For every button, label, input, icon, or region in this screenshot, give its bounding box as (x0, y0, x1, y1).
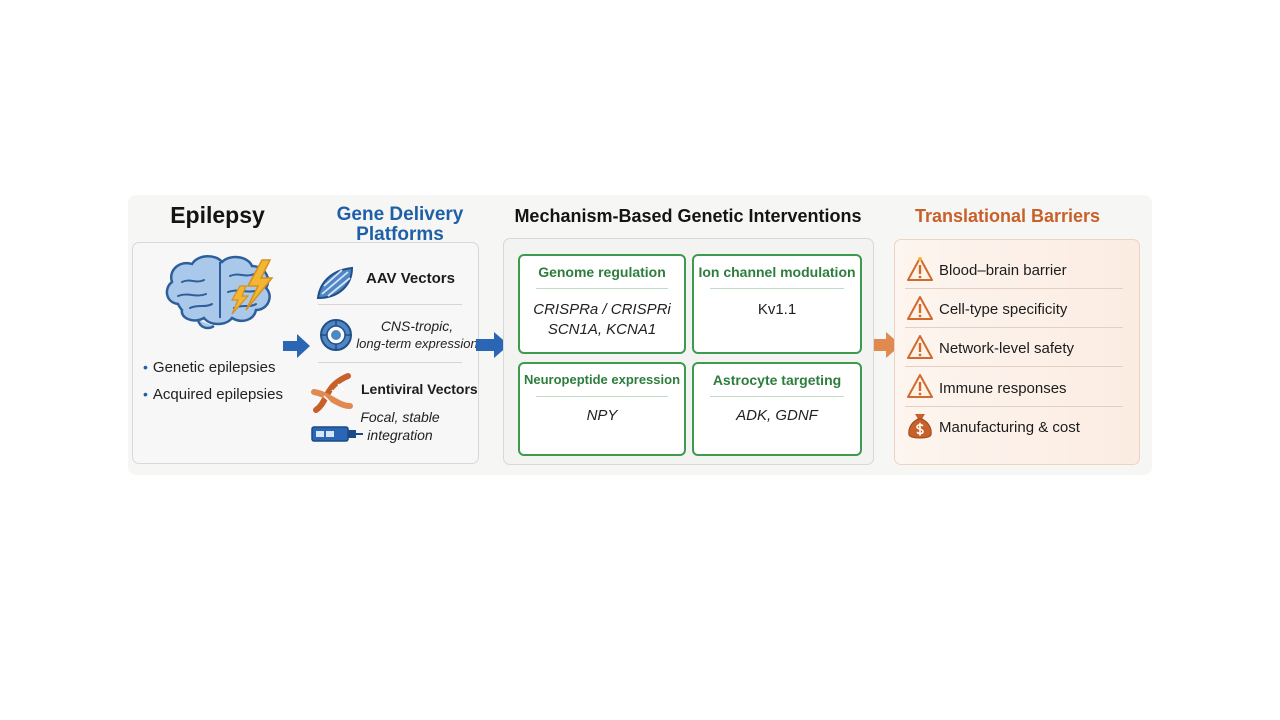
divider (905, 327, 1123, 328)
barrier-label: Blood–brain barrier (939, 262, 1067, 279)
mechanism-heading: Mechanism-Based Genetic Interventions (514, 206, 862, 226)
barriers-panel (894, 239, 1140, 465)
card-body: ADK, GDNF (736, 407, 818, 424)
card-divider (536, 288, 668, 289)
arrow-right-icon (866, 332, 901, 358)
aav-description: CNS-tropic, long-term expression (356, 318, 478, 351)
card-title: Astrocyte targeting (712, 372, 842, 388)
divider (905, 288, 1123, 289)
syringe-icon (311, 426, 363, 442)
card-body: CRISPRa / CRISPRi SCN1A, KCNA1 (533, 301, 671, 338)
card-divider (710, 396, 844, 397)
card-body: Kv1.1 (757, 301, 797, 318)
card-divider (536, 396, 668, 397)
warning-icon (907, 257, 933, 281)
epilepsy-heading: Epilepsy (170, 202, 265, 228)
lentiviral-label: Lentiviral Vectors (361, 381, 478, 397)
card-title: Ion channel modulation (698, 264, 856, 280)
bullet-genetic: •Genetic epilepsies (143, 359, 276, 376)
card-divider (710, 288, 844, 289)
warning-icon (907, 296, 933, 320)
gene-delivery-heading: Gene Delivery Platforms (336, 204, 464, 245)
lentiviral-description: Focal, stable integration (360, 409, 440, 443)
aav-vector-icon (316, 266, 354, 300)
barrier-label: Cell-type specificity (939, 301, 1068, 318)
arrow-right-icon (283, 334, 310, 358)
barrier-label: Network-level safety (939, 340, 1075, 357)
divider (318, 304, 462, 305)
warning-icon (907, 335, 933, 359)
money-bag-icon (908, 414, 932, 439)
warning-icon (907, 374, 933, 398)
intervention-card-neuropeptide: Neuropeptide expression NPY (518, 362, 686, 456)
intervention-card-ion-channel: Ion channel modulation Kv1.1 (692, 254, 862, 354)
barriers-heading: Translational Barriers (914, 206, 1101, 226)
intervention-card-genome: Genome regulation CRISPRa / CRISPRi SCN1… (518, 254, 686, 354)
divider (905, 366, 1123, 367)
card-title: Genome regulation (538, 264, 666, 280)
card-title: Neuropeptide expression (523, 372, 681, 387)
lentiviral-dna-icon (311, 373, 353, 413)
arrow-right-icon (476, 332, 509, 358)
divider (318, 362, 462, 363)
barrier-label: Immune responses (939, 380, 1067, 397)
card-body: NPY (586, 407, 618, 424)
capsid-icon (320, 319, 352, 351)
brain-lightning-icon (165, 255, 274, 330)
intervention-card-astrocyte: Astrocyte targeting ADK, GDNF (692, 362, 862, 456)
barrier-label: Manufacturing & cost (939, 419, 1080, 436)
divider (905, 406, 1123, 407)
bullet-acquired: •Acquired epilepsies (143, 386, 283, 403)
aav-label: AAV Vectors (366, 270, 455, 287)
